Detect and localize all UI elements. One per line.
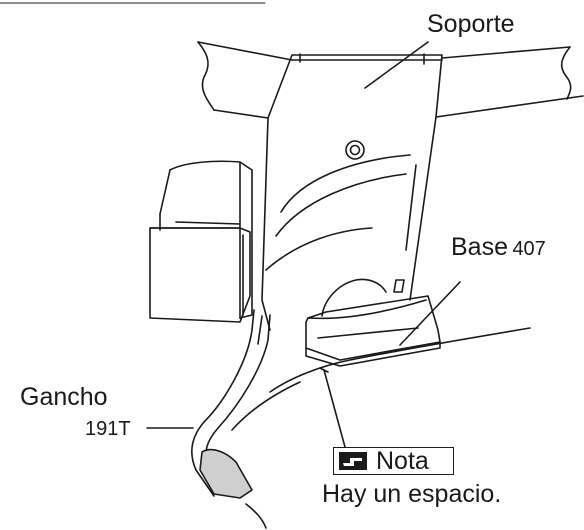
soporte-leader: [364, 41, 429, 89]
hook-tip-pad: [199, 448, 253, 499]
base-leader: [399, 281, 461, 346]
nota-text: Hay un espacio.: [322, 480, 502, 508]
base-label-text: Base: [451, 233, 508, 261]
soporte-label: Soporte: [427, 10, 515, 38]
roof-contour: [231, 327, 531, 529]
hook: [191, 309, 271, 499]
bolt-icon: [345, 140, 365, 160]
base-label: Base 407: [451, 235, 546, 260]
side-pad: [149, 160, 253, 323]
base-pad: [305, 278, 441, 367]
pointing-hand-icon: [339, 452, 367, 470]
gancho-label: Gancho: [20, 383, 108, 411]
nota-label: Nota: [376, 446, 429, 475]
bracket: [261, 53, 443, 331]
nota-box: Nota: [333, 447, 454, 475]
nota-leader: [323, 369, 346, 448]
base-label-number: 407: [512, 238, 546, 260]
load-bar: [197, 41, 584, 119]
gancho-number: 191T: [85, 418, 131, 440]
